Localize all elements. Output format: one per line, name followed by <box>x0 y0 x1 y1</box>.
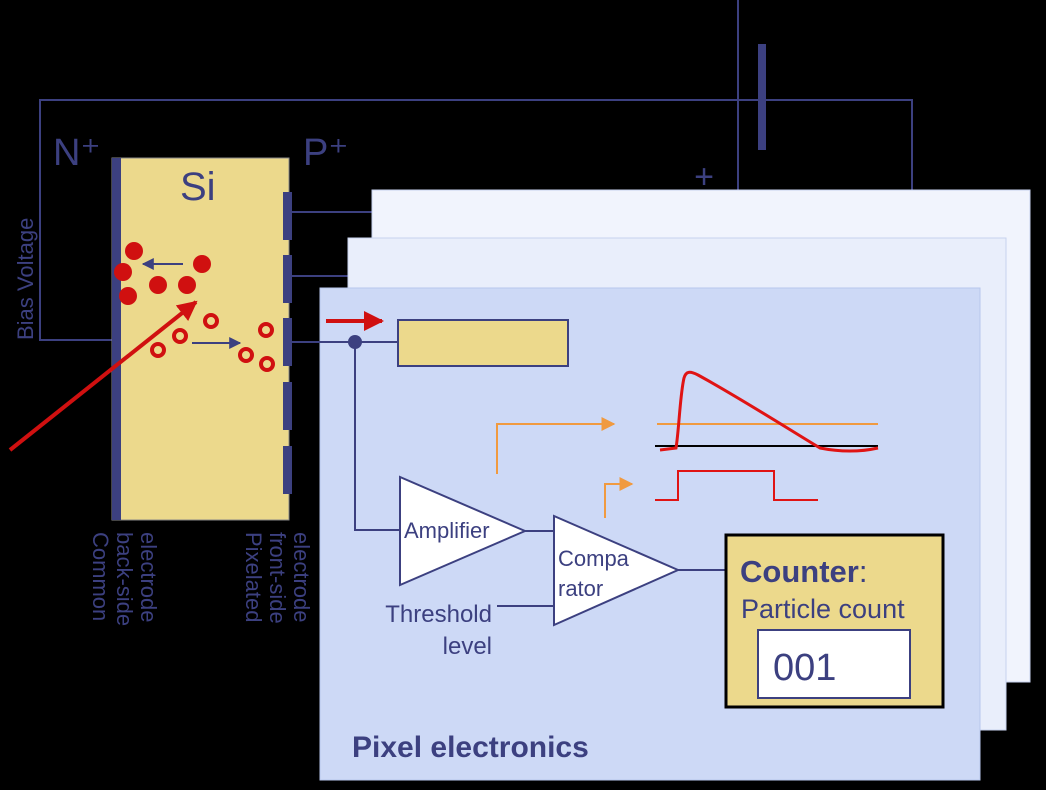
battery-icon <box>758 44 766 150</box>
comparator-label-line1: Compa <box>558 546 630 571</box>
counter-title-colon: : <box>859 554 868 589</box>
threshold-label-line1: Threshold <box>385 601 492 628</box>
p-plus-label: P⁺ <box>303 132 348 174</box>
back-electrode-line3: electrode <box>136 532 161 623</box>
comparator-output-arrow <box>604 477 634 518</box>
comparator-label-line2: rator <box>558 576 603 601</box>
comparator <box>553 514 681 627</box>
junction-dot <box>348 335 362 349</box>
back-electrode-label: Common back-side electrode <box>88 532 161 626</box>
threshold-label-line2: level <box>443 633 492 660</box>
counter-title: Counter: <box>740 554 867 589</box>
front-electrode-line2: front-side <box>265 532 290 624</box>
electron-dots <box>114 242 211 305</box>
counter-title-text: Counter <box>740 554 859 589</box>
counter-display <box>757 629 911 699</box>
hole-rings <box>150 313 275 372</box>
back-electrode-line2: back-side <box>112 532 137 626</box>
amp-output-arrow <box>496 417 616 474</box>
digital-pulse-plot <box>655 470 818 501</box>
pixel-electrodes <box>283 192 292 494</box>
battery-plus-sign: + <box>694 158 714 196</box>
counter-box <box>724 533 945 709</box>
amplifier <box>399 475 528 587</box>
silicon-sensor <box>111 157 292 521</box>
front-electrode-line1: Pixelated <box>241 532 266 623</box>
front-electrode-label: Pixelated front-side electrode <box>241 532 314 624</box>
pixel-electronics-title: Pixel electronics <box>352 731 589 764</box>
bias-voltage-label: Bias Voltage <box>13 218 38 340</box>
analog-pulse-plot <box>655 370 879 453</box>
back-side-electrode <box>112 158 121 520</box>
counter-subtitle: Particle count <box>741 594 905 624</box>
si-label: Si <box>180 165 216 209</box>
front-electrode-line3: electrode <box>289 532 314 623</box>
amplifier-label: Amplifier <box>404 518 490 543</box>
particle-track-arrow <box>8 300 198 452</box>
resistor <box>397 319 569 367</box>
signal-input-wire <box>292 341 400 531</box>
counter-value: 001 <box>773 647 836 689</box>
back-electrode-line1: Common <box>88 532 113 621</box>
n-plus-label: N⁺ <box>53 132 101 174</box>
